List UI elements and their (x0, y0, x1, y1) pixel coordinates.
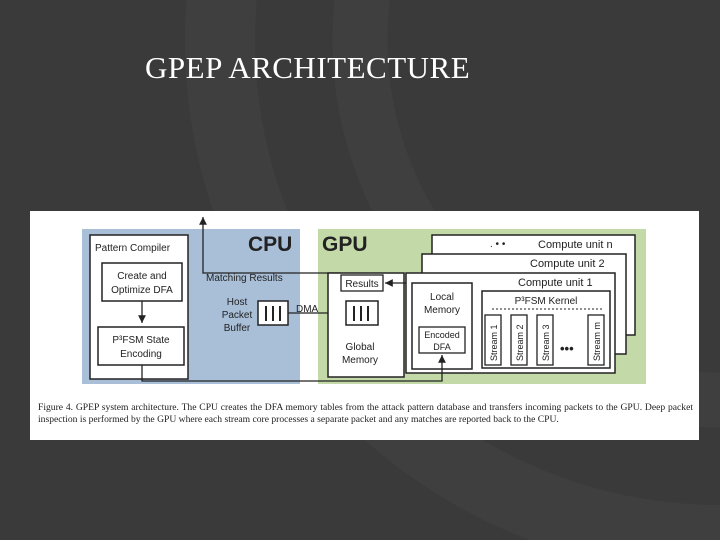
compute-unit-2-label: Compute unit 2 (530, 258, 605, 270)
fsm-kernel-label: P³FSM Kernel (515, 296, 578, 307)
pattern-compiler-label: Pattern Compiler (95, 243, 171, 254)
compute-unit-ellipsis: . • • (490, 239, 506, 250)
figure-caption: Figure 4. GPEP system architecture. The … (38, 402, 693, 425)
encoding-transfer-arrow (141, 355, 446, 382)
stream-ellipsis: ••• (560, 341, 574, 356)
fsm-encoding-line1: P³FSM State (112, 335, 170, 346)
architecture-diagram: CPU GPU Pattern Compiler Create and Opti… (82, 217, 646, 384)
fsm-encoding-box (97, 326, 185, 366)
stream-m-label: Stream m (592, 322, 602, 361)
results-box (340, 274, 384, 292)
host-buffer-line1: Host (227, 297, 248, 308)
global-memory-line2: Memory (342, 355, 378, 366)
gpu-label: GPU (322, 233, 368, 256)
encoded-dfa-line2: DFA (433, 342, 451, 352)
host-buffer-line3: Buffer (224, 323, 251, 334)
dma-label: DMA (296, 304, 319, 315)
global-memory-line1: Global (346, 342, 375, 353)
host-buffer-line2: Packet (222, 310, 253, 321)
encoded-dfa-line1: Encoded (424, 330, 460, 340)
compute-unit-n-label: Compute unit n (538, 239, 613, 251)
figure-panel: CPU GPU Pattern Compiler Create and Opti… (30, 211, 699, 440)
stream-3-label: Stream 3 (541, 324, 551, 361)
matching-results-arrow (199, 217, 341, 274)
cpu-label: CPU (248, 233, 292, 256)
matching-results-label: Matching Results (206, 273, 283, 284)
stream-1: Stream 1 (484, 314, 502, 366)
host-buffer-slots (265, 306, 281, 321)
local-memory-box (411, 282, 473, 370)
stream-m: Stream m (587, 314, 605, 366)
encoded-dfa-box (418, 326, 466, 354)
stream-3: Stream 3 (536, 314, 554, 366)
device-buffer-slots (353, 306, 369, 321)
fsm-encoding-line2: Encoding (120, 349, 162, 360)
create-optimize-line1: Create and (117, 271, 166, 282)
compute-unit-1-label: Compute unit 1 (518, 277, 593, 289)
create-optimize-line2: Optimize DFA (111, 285, 173, 296)
local-memory-line2: Memory (424, 305, 460, 316)
slide-title: GPEP ARCHITECTURE (145, 50, 471, 85)
stream-2-label: Stream 2 (515, 324, 525, 361)
stream-1-label: Stream 1 (489, 324, 499, 361)
stream-2: Stream 2 (510, 314, 528, 366)
local-memory-line1: Local (430, 292, 454, 303)
results-label: Results (345, 279, 378, 290)
